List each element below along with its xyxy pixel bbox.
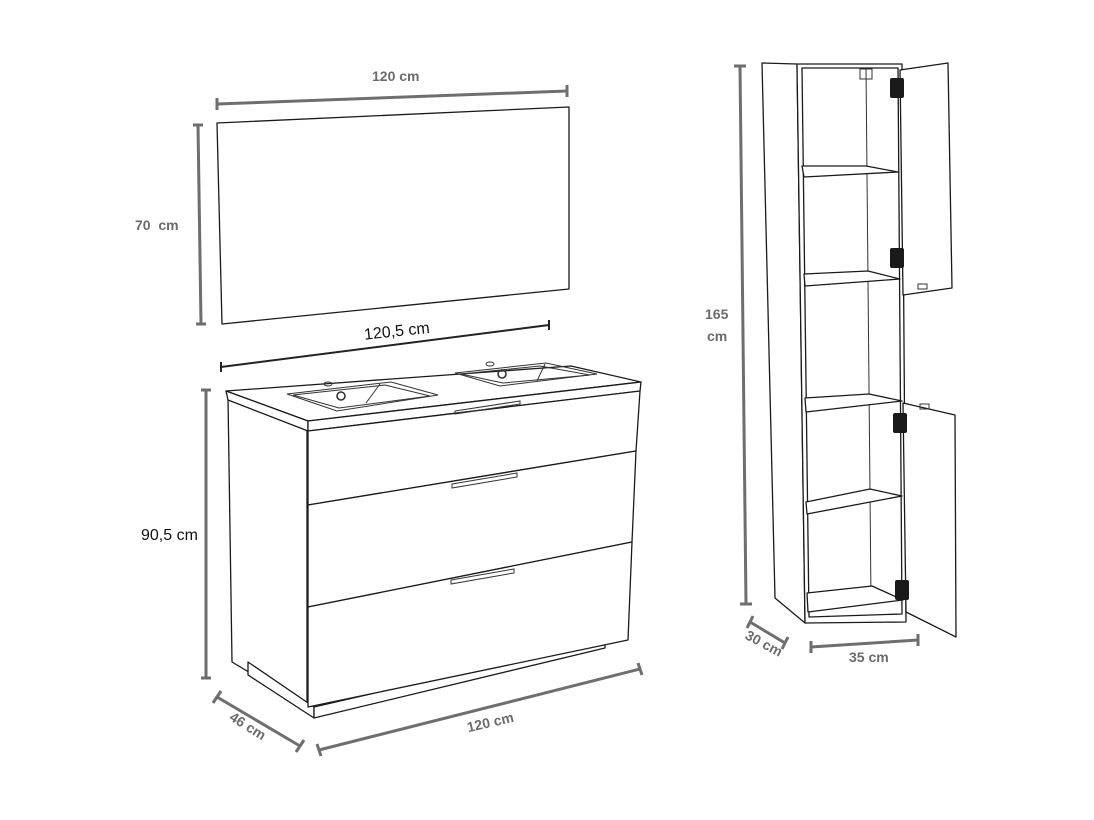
mirror-width-dimension: 120 cm — [215, 68, 569, 110]
vanity-width-label: 120 cm — [465, 709, 515, 735]
mirror-height-dimension: 70 cm — [135, 123, 206, 326]
basin-left — [286, 381, 439, 412]
vanity-top-width-dimension: 120,5 cm — [220, 320, 550, 372]
shelf-1 — [801, 165, 899, 178]
door-upper — [899, 62, 953, 296]
drawer-handle-middle — [451, 472, 518, 489]
drawer-bottom — [307, 541, 633, 708]
mirror — [216, 106, 570, 325]
vanity-height-label: 90,5 cm — [141, 527, 198, 544]
top-bracket — [859, 68, 873, 80]
basin-right — [454, 361, 598, 387]
column-width-label: 35 cm — [849, 649, 889, 665]
shelf-2 — [803, 270, 901, 287]
column-height-dimension: 165 cm — [705, 64, 752, 606]
vanity-cabinet — [225, 361, 642, 719]
hinges — [890, 78, 909, 600]
column-depth-dimension: 30 cm — [743, 615, 790, 660]
door-lower — [902, 402, 957, 638]
shelf-4 — [805, 488, 903, 515]
column-height-label-line1: 165 — [705, 306, 729, 322]
column-height-label-line2: cm — [707, 328, 727, 344]
shelf-3 — [804, 393, 903, 413]
vanity-height-dimension: 90,5 cm — [141, 388, 211, 680]
mirror-height-label: 70 cm — [135, 217, 179, 233]
mirror-width-label: 120 cm — [372, 68, 419, 84]
vanity-top-width-label: 120,5 cm — [363, 320, 430, 344]
drawer-handle-bottom — [450, 568, 515, 585]
column-width-dimension: 35 cm — [809, 634, 920, 665]
drawer-handle-top — [454, 400, 521, 415]
column-cabinet — [761, 62, 957, 638]
